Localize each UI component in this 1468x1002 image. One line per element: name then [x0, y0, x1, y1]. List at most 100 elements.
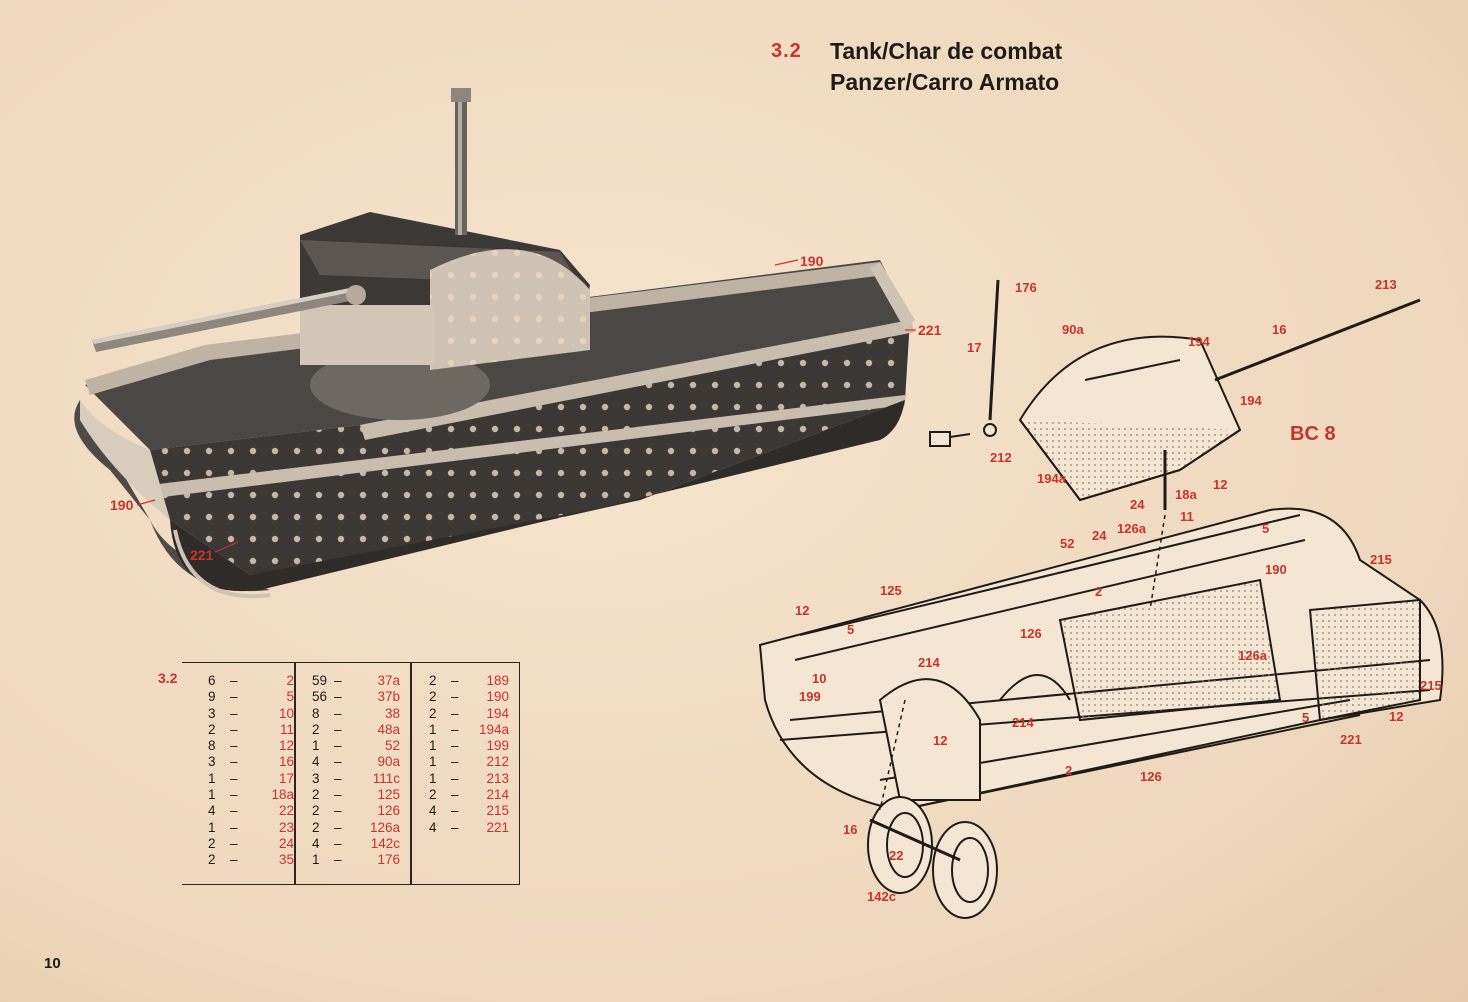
part-number: 10 [278, 705, 294, 721]
part-number: 37b [377, 689, 400, 705]
part-number: 212 [486, 754, 509, 770]
diagram-callout: 18a [1175, 487, 1197, 502]
dash-separator: – [451, 705, 459, 721]
dash-separator: – [451, 738, 459, 754]
diagram-callout: 194 [1188, 334, 1210, 349]
part-quantity: 1 [312, 738, 320, 754]
diagram-callout: 16 [1272, 322, 1286, 337]
dash-separator: – [451, 787, 459, 803]
part-quantity: 2 [312, 721, 320, 737]
part-number: 125 [377, 787, 400, 803]
dash-separator: – [230, 689, 238, 705]
parts-row: 8– 12 [208, 738, 294, 754]
parts-row: 2–214 [429, 787, 509, 803]
dash-separator: – [451, 770, 459, 786]
dash-separator: – [334, 738, 342, 754]
parts-row: 3–16 [208, 754, 294, 770]
parts-row: 2–11 [208, 722, 294, 738]
part-number: 190 [486, 689, 509, 705]
dash-separator: – [230, 852, 238, 868]
part-quantity: 8 [312, 705, 320, 721]
dash-separator: – [334, 689, 342, 705]
part-quantity: 3 [208, 754, 216, 770]
parts-row: 9–5 [208, 689, 294, 705]
diagram-callout: 190 [1265, 562, 1287, 577]
part-quantity: 2 [429, 673, 437, 688]
dash-separator: – [334, 705, 342, 721]
diagram-callout: 214 [1012, 715, 1034, 730]
parts-row: 1–194a [429, 722, 509, 738]
parts-row: 1–213 [429, 771, 509, 787]
dash-separator: – [451, 673, 459, 688]
title-line-1: Tank/Char de combat [830, 38, 1063, 64]
parts-row: 4–22 [208, 803, 294, 819]
diagram-callout: 214 [918, 655, 940, 670]
photo-callout: 190 [110, 497, 134, 513]
part-quantity: 2 [429, 689, 437, 705]
parts-row: 2–194 [429, 706, 509, 722]
parts-row: 2–48a [312, 722, 400, 738]
part-quantity: 59 [312, 673, 328, 688]
part-number: 23 [278, 819, 294, 835]
dash-separator: – [334, 852, 342, 868]
parts-row: 1–18a [208, 787, 294, 803]
diagram-callout: 5 [847, 622, 854, 637]
parts-row: 1–23 [208, 820, 294, 836]
diagram-callout: 10 [812, 671, 826, 686]
part-number: 5 [286, 689, 294, 705]
diagram-callout: 90a [1062, 322, 1084, 337]
dash-separator: – [334, 754, 342, 770]
dash-separator: – [334, 819, 342, 835]
part-quantity: 1 [208, 770, 216, 786]
parts-row: 3–10 [208, 706, 294, 722]
part-quantity: 2 [208, 852, 216, 868]
part-quantity: 2 [429, 705, 437, 721]
part-number: 194a [478, 721, 509, 737]
part-number: 126 [377, 803, 400, 819]
diagram-callout: 5 [1302, 710, 1309, 725]
part-number: 12 [278, 738, 294, 754]
dash-separator: – [334, 770, 342, 786]
part-number: 35 [278, 852, 294, 868]
dash-separator: – [230, 787, 238, 803]
part-quantity: 1 [429, 738, 437, 754]
part-quantity: 2 [208, 835, 216, 851]
part-quantity: 2 [312, 803, 320, 819]
part-number: 213 [486, 770, 509, 786]
part-number: 111c [372, 770, 400, 786]
part-number: 24 [278, 835, 294, 851]
part-quantity: 3 [208, 705, 216, 721]
parts-row: 2– 24 [208, 836, 294, 852]
parts-row: 2– 35 [208, 852, 294, 868]
dash-separator: – [334, 835, 342, 851]
dash-separator: – [230, 738, 238, 754]
part-number: 52 [384, 738, 400, 754]
dash-separator: – [230, 803, 238, 819]
part-number: 18a [271, 787, 294, 803]
part-number: 176 [377, 852, 400, 868]
part-quantity: 4 [312, 754, 320, 770]
parts-row: 56– 37b [312, 689, 400, 705]
diagram-callout: 5 [1262, 521, 1269, 536]
diagram-callout: 176 [1015, 280, 1037, 295]
part-quantity: 8 [208, 738, 216, 754]
dash-separator: – [451, 689, 459, 705]
parts-row: 3–111c [312, 771, 400, 787]
dash-separator: – [230, 835, 238, 851]
dash-separator: – [230, 754, 238, 770]
part-quantity: 2 [312, 819, 320, 835]
section-number: 3.2 [771, 40, 802, 62]
parts-row: 1–176 [312, 852, 400, 868]
part-number: 38 [384, 705, 400, 721]
part-number: 189 [486, 673, 509, 688]
dash-separator: – [451, 754, 459, 770]
photo-callout: 221 [190, 547, 214, 563]
part-quantity: 56 [312, 689, 328, 705]
dash-separator: – [334, 673, 342, 688]
